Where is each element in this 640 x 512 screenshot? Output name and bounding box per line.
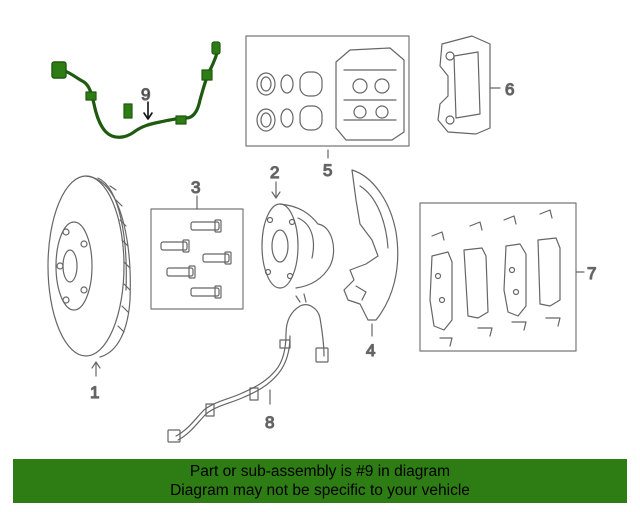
callout-6[interactable]: 6 — [504, 79, 515, 99]
hub-bearing-part-2[interactable] — [261, 181, 335, 289]
callout-2[interactable]: 2 — [269, 162, 280, 182]
callout-3[interactable]: 3 — [190, 177, 201, 197]
callout-7[interactable]: 7 — [586, 263, 597, 283]
part-info-line-2: Diagram may not be specific to your vehi… — [170, 482, 470, 499]
callout-4[interactable]: 4 — [365, 340, 376, 360]
dust-shield-part-4[interactable] — [343, 169, 399, 337]
brake-hose-part-8[interactable] — [167, 293, 329, 443]
callout-8[interactable]: 8 — [264, 412, 275, 432]
abs-sensor-wire-part-9[interactable] — [51, 41, 221, 139]
callout-1[interactable]: 1 — [89, 382, 100, 402]
part-info-line-1: Part or sub-assembly is #9 in diagram — [189, 463, 451, 480]
callout-5[interactable]: 5 — [322, 160, 333, 180]
parts-diagram: 9 5 6 1 — [47, 35, 597, 443]
caliper-assembly-part-5[interactable] — [245, 35, 410, 159]
bolt-kit-part-3[interactable] — [150, 195, 244, 310]
brake-pads-part-7[interactable] — [419, 202, 585, 352]
brake-rotor-part-1[interactable] — [47, 175, 131, 377]
callout-9[interactable]: 9 — [140, 84, 151, 104]
part-info-banner: Part or sub-assembly is #9 in diagram Di… — [13, 459, 627, 503]
caliper-bracket-part-6[interactable] — [437, 35, 501, 135]
